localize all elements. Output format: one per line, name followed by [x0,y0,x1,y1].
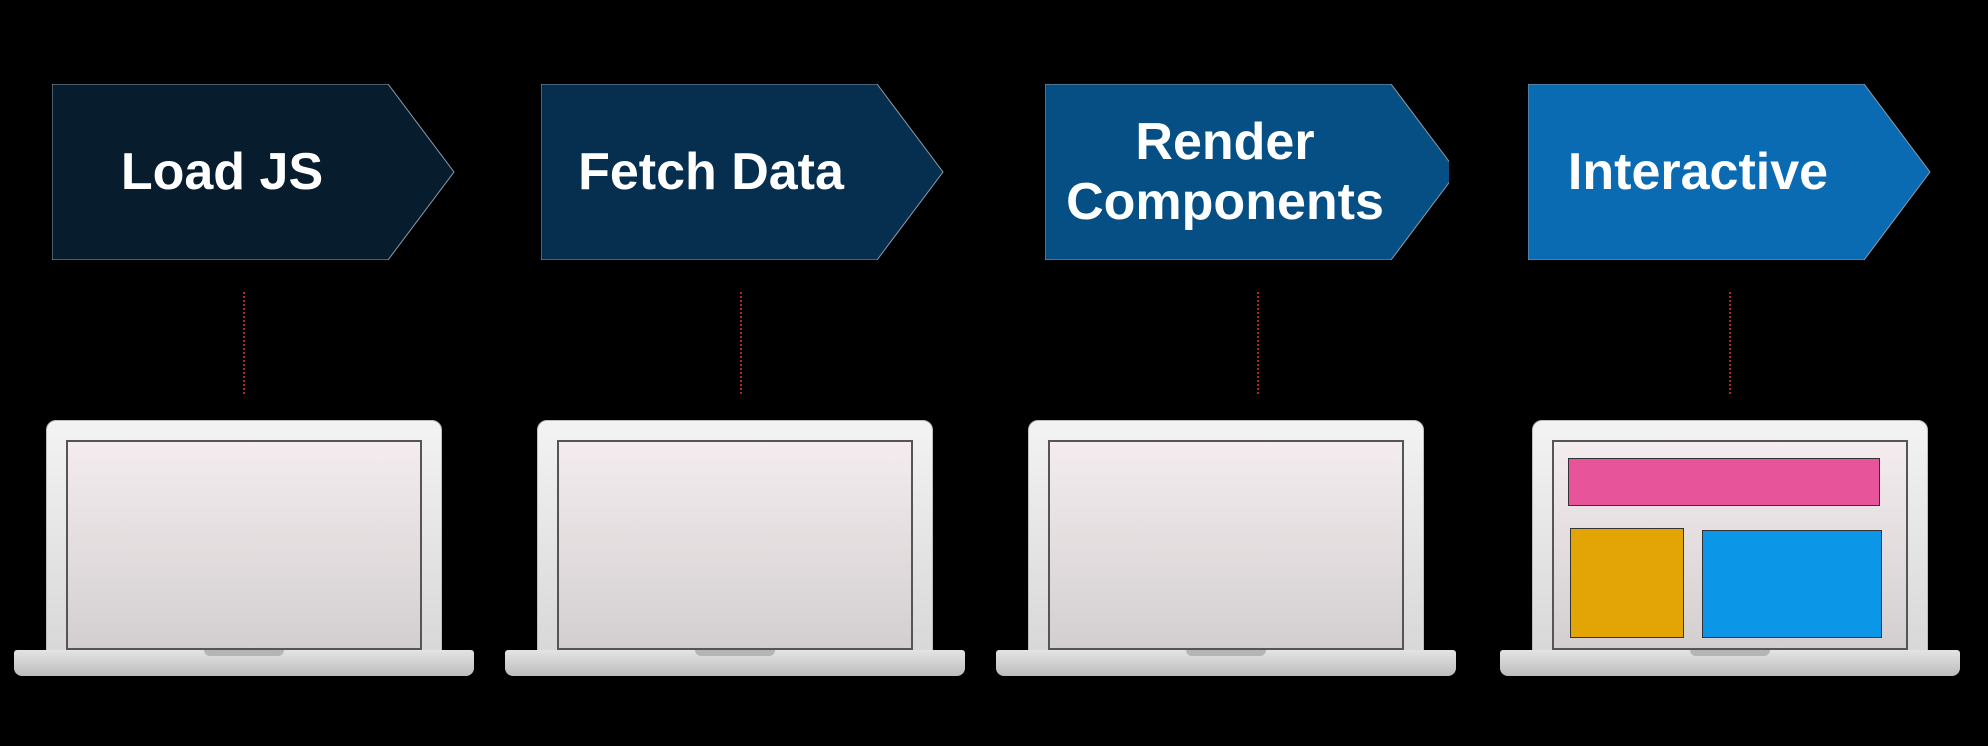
step-arrow-shape [1528,84,1931,260]
step-arrow-shape [1045,84,1449,260]
laptop-notch [695,650,775,656]
ui-header-block [1568,458,1880,506]
step-render-components: Render Components [1045,84,1449,260]
step-arrow-shape [52,84,455,260]
step-label: Load JS [120,143,324,201]
step-arrow-shape [541,84,944,260]
laptop-interactive [1500,420,1960,678]
connector-line [1257,292,1259,394]
connector-line [740,292,742,394]
ui-right-panel-block [1702,530,1882,638]
step-interactive: Interactive [1528,84,1932,260]
laptop-blank-2 [505,420,965,678]
connector-line [243,292,245,394]
laptop-screen [1552,440,1908,650]
laptop-screen [557,440,913,650]
connector-line [1729,292,1731,394]
laptop-screen [66,440,422,650]
ui-left-panel-block [1570,528,1684,638]
step-label: Render Components [1066,113,1384,231]
laptop-screen [1048,440,1404,650]
step-load-js: Load JS [52,84,456,260]
step-fetch-data: Fetch Data [541,84,945,260]
step-label: Interactive [1567,143,1829,201]
laptop-blank-1 [14,420,474,678]
laptop-notch [204,650,284,656]
laptop-notch [1186,650,1266,656]
step-label: Fetch Data [578,143,844,201]
laptop-notch [1690,650,1770,656]
laptop-blank-3 [996,420,1456,678]
